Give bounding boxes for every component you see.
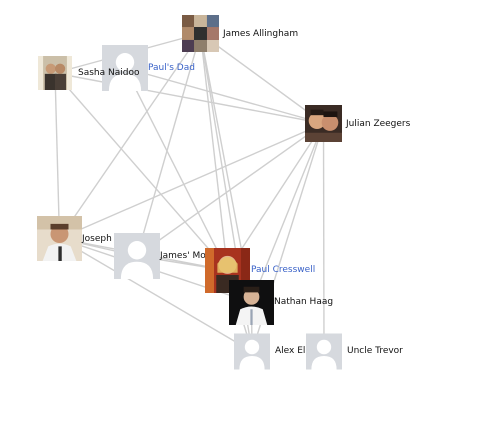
friend-name-label: James' Mo bbox=[160, 251, 206, 261]
friend-name-label: Joseph bbox=[82, 234, 112, 244]
friend-name-label[interactable]: Paul's Dad bbox=[148, 63, 195, 73]
edge-julian-zeegers-joseph bbox=[59, 122, 324, 240]
default-profile-silhouette-icon[interactable] bbox=[234, 333, 270, 370]
profile-photo[interactable] bbox=[182, 15, 219, 52]
friend-name-label[interactable]: Paul Cresswell bbox=[251, 265, 316, 275]
edge-joseph-alex-eliasov bbox=[59, 237, 253, 353]
friend-name-label: James Allingham bbox=[223, 29, 299, 39]
edge-sasha-naidoo-joseph bbox=[54, 72, 61, 239]
friend-name-label: Nathan Haag bbox=[274, 297, 334, 307]
profile-photo[interactable] bbox=[37, 216, 82, 261]
edge-julian-zeegers-nathan-haag bbox=[250, 123, 325, 303]
edge-james-allingham-joseph bbox=[58, 33, 202, 239]
edge-sasha-naidoo-paul-cresswell bbox=[54, 72, 229, 271]
friend-name-label: Julian Zeegers bbox=[346, 119, 411, 129]
edge-pauls-dad-julian-zeegers bbox=[124, 67, 324, 125]
default-profile-silhouette-icon[interactable] bbox=[102, 45, 148, 91]
friend-name-label: Uncle Trevor bbox=[347, 346, 403, 356]
default-profile-silhouette-icon[interactable] bbox=[306, 333, 342, 370]
edge-julian-zeegers-paul-cresswell bbox=[226, 123, 325, 271]
edge-pauls-dad-paul-cresswell bbox=[124, 67, 229, 271]
edge-james-allingham-julian-zeegers bbox=[200, 32, 324, 125]
edge-james-allingham-james-mo bbox=[136, 33, 202, 257]
edge-julian-zeegers-uncle-trevor bbox=[322, 123, 325, 352]
edge-julian-zeegers-james-mo bbox=[136, 122, 324, 257]
friend-name-label: Alex Eliasov bbox=[275, 346, 329, 356]
edge-james-allingham-paul-cresswell bbox=[199, 33, 229, 271]
edge-sasha-naidoo-julian-zeegers bbox=[54, 72, 324, 125]
profile-photo[interactable] bbox=[305, 105, 342, 142]
profile-photo[interactable] bbox=[205, 248, 250, 293]
default-profile-silhouette-icon[interactable] bbox=[114, 233, 160, 279]
profile-photo[interactable] bbox=[229, 280, 274, 325]
profile-photo[interactable] bbox=[38, 55, 72, 91]
friend-name-label: Sasha Naidoo bbox=[78, 68, 140, 78]
